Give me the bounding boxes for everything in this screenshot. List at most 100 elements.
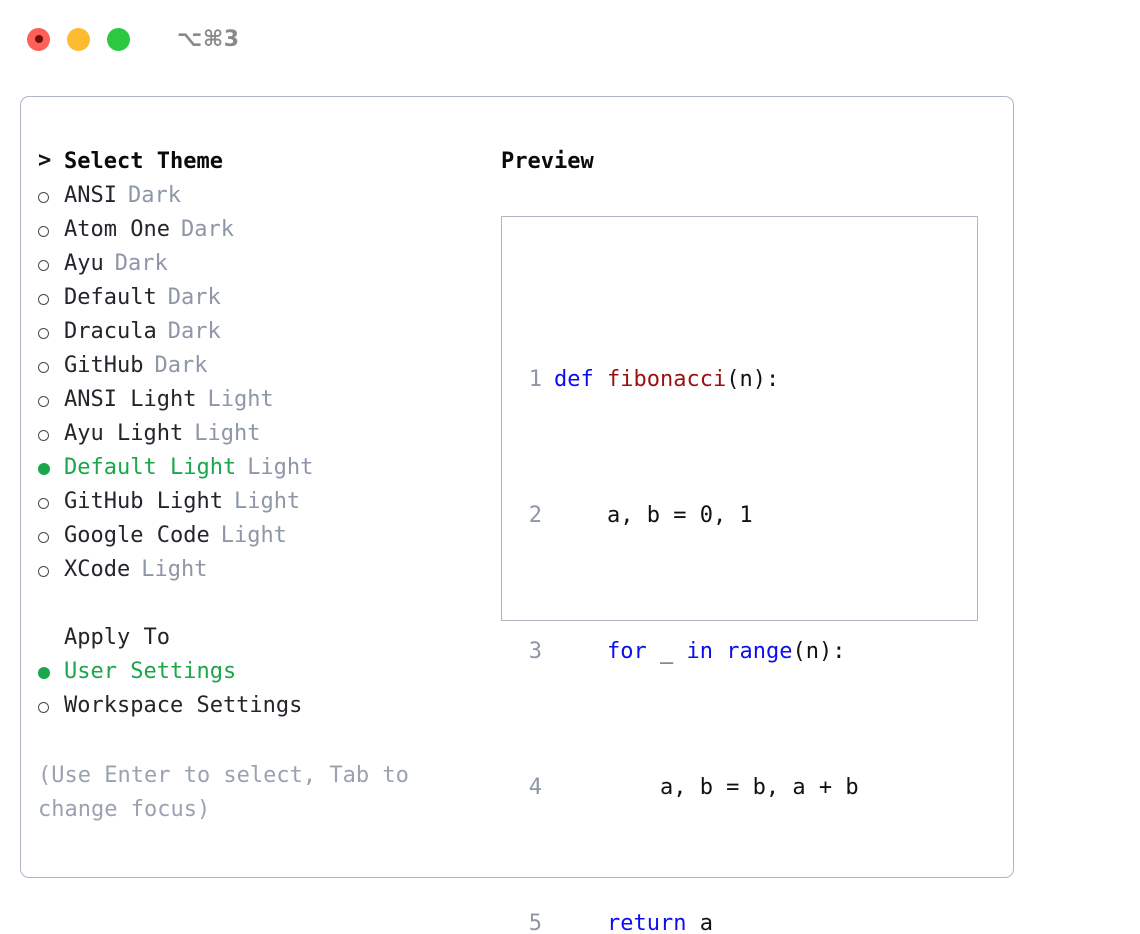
theme-label: GitHub Light <box>64 489 223 514</box>
theme-variant: Dark <box>180 217 234 242</box>
theme-variant: Light <box>247 455 314 480</box>
theme-label: GitHub <box>64 353 144 378</box>
radio-unselected-icon[interactable] <box>38 564 64 577</box>
token-keyword: for <box>606 639 647 664</box>
apply-to-title: Apply To <box>64 625 170 650</box>
code-content: for _ in range(n): <box>554 635 845 669</box>
code-line: 5 return a <box>516 907 971 934</box>
record-dot-icon <box>34 35 43 43</box>
window-title: ⌥⌘3 <box>177 26 240 52</box>
radio-unselected-icon[interactable] <box>38 326 64 339</box>
token-plain: (n): <box>792 639 846 664</box>
radio-unselected-icon[interactable] <box>38 292 64 305</box>
code-line: 2 a, b = 0, 1 <box>516 499 971 533</box>
code-content: a, b = 0, 1 <box>554 499 753 533</box>
radio-unselected-icon[interactable] <box>38 190 64 203</box>
token-plain <box>554 911 607 934</box>
main-panel: > Select Theme ANSI Dark Atom One Dark <box>20 96 1014 934</box>
theme-variant: Dark <box>167 319 221 344</box>
theme-variant: Dark <box>154 353 208 378</box>
theme-option-ansi-light[interactable]: ANSI Light Light <box>38 383 478 417</box>
apply-to-label: User Settings <box>64 659 237 684</box>
apply-to-header: Apply To <box>38 621 478 655</box>
theme-label: Default <box>64 285 157 310</box>
radio-unselected-icon[interactable] <box>38 496 64 509</box>
theme-variant: Light <box>220 523 287 548</box>
theme-label: Ayu Light <box>64 421 184 446</box>
apply-to-label: Workspace Settings <box>64 693 303 718</box>
theme-label: Default Light <box>64 455 237 480</box>
token-function: fibonacci <box>606 367 727 392</box>
theme-label: ANSI <box>64 183 117 208</box>
code-content: a, b = b, a + b <box>554 771 859 805</box>
keyboard-hint: (Use Enter to select, Tab to change focu… <box>38 763 409 822</box>
theme-label: Ayu <box>64 251 104 276</box>
theme-option-default-light[interactable]: Default Light Light <box>38 451 478 485</box>
theme-label: Google Code <box>64 523 210 548</box>
theme-label: ANSI Light <box>64 387 197 412</box>
token-keyword: in <box>686 639 713 664</box>
radio-selected-icon[interactable] <box>38 665 64 679</box>
theme-variant: Light <box>207 387 274 412</box>
maximize-button[interactable] <box>107 27 130 51</box>
theme-option-ansi-dark[interactable]: ANSI Dark <box>38 179 478 213</box>
theme-option-ayu-dark[interactable]: Ayu Dark <box>38 247 478 281</box>
line-number: 1 <box>528 367 542 392</box>
code-line: 3 for _ in range(n): <box>516 635 971 669</box>
token-plain: _ <box>646 639 687 664</box>
code-content: def fibonacci(n): <box>554 363 779 397</box>
line-number: 3 <box>528 639 542 664</box>
line-number: 2 <box>528 503 542 528</box>
token-plain: (n): <box>726 367 780 392</box>
title-bar: ⌥⌘3 <box>0 0 1140 78</box>
radio-unselected-icon[interactable] <box>38 224 64 237</box>
preview-box: 1 def fibonacci(n): 2 a, b = 0, 1 3 for … <box>501 216 978 934</box>
preview-pane: Preview 1 def fibonacci(n): 2 a, b = 0, … <box>501 145 991 934</box>
line-number: 5 <box>528 911 542 934</box>
line-number: 4 <box>528 775 542 800</box>
theme-picker: > Select Theme ANSI Dark Atom One Dark <box>38 145 478 723</box>
minimize-button[interactable] <box>67 27 90 51</box>
theme-option-google-code[interactable]: Google Code Light <box>38 519 478 553</box>
code-content: return a <box>554 907 713 934</box>
radio-unselected-icon[interactable] <box>38 394 64 407</box>
theme-label: Dracula <box>64 319 157 344</box>
token-plain: a <box>686 911 713 934</box>
token-plain <box>713 639 726 664</box>
theme-option-atom-one-dark[interactable]: Atom One Dark <box>38 213 478 247</box>
theme-option-github-light[interactable]: GitHub Light Light <box>38 485 478 519</box>
theme-variant: Light <box>233 489 301 514</box>
theme-variant: Light <box>141 557 208 582</box>
close-button[interactable] <box>27 27 50 51</box>
apply-to-option-user-settings[interactable]: User Settings <box>38 655 478 689</box>
theme-variant: Dark <box>167 285 221 310</box>
theme-variant: Dark <box>114 251 168 276</box>
radio-unselected-icon[interactable] <box>38 258 64 271</box>
radio-selected-icon[interactable] <box>38 461 64 475</box>
token-builtin: range <box>726 639 793 664</box>
theme-option-ayu-light[interactable]: Ayu Light Light <box>38 417 478 451</box>
theme-option-dracula-dark[interactable]: Dracula Dark <box>38 315 478 349</box>
token-keyword: def <box>554 367 607 392</box>
theme-variant: Light <box>194 421 261 446</box>
select-theme-title: Select Theme <box>64 149 223 174</box>
apply-to-option-workspace-settings[interactable]: Workspace Settings <box>38 689 478 723</box>
radio-unselected-icon[interactable] <box>38 360 64 373</box>
code-line: 4 a, b = b, a + b <box>516 771 971 805</box>
theme-option-github-dark[interactable]: GitHub Dark <box>38 349 478 383</box>
caret-icon: > <box>38 148 52 173</box>
token-plain: a, b = 0, 1 <box>554 503 753 528</box>
select-theme-header: > Select Theme <box>38 145 478 179</box>
radio-unselected-icon[interactable] <box>38 700 64 713</box>
token-plain: a, b = b, a + b <box>554 775 859 800</box>
token-plain <box>554 639 607 664</box>
theme-option-default-dark[interactable]: Default Dark <box>38 281 478 315</box>
theme-option-xcode[interactable]: XCode Light <box>38 553 478 587</box>
code-line: 1 def fibonacci(n): <box>516 363 971 397</box>
theme-label: XCode <box>64 557 131 582</box>
code-sample: 1 def fibonacci(n): 2 a, b = 0, 1 3 for … <box>516 261 971 934</box>
radio-unselected-icon[interactable] <box>38 530 64 543</box>
traffic-light-group <box>27 27 130 51</box>
radio-unselected-icon[interactable] <box>38 428 64 441</box>
